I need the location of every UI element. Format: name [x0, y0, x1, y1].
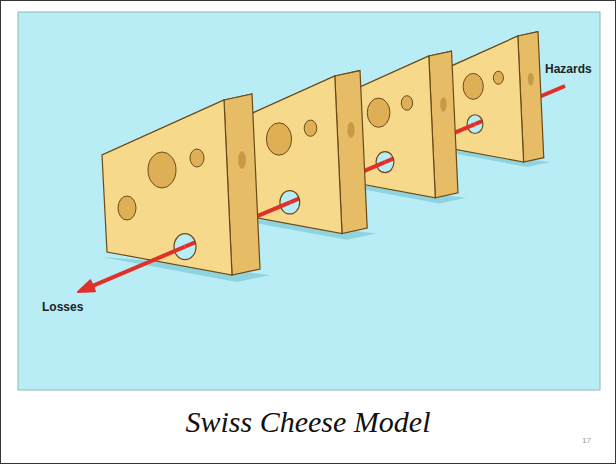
slide-number: 17 — [582, 436, 591, 445]
slide-number: 17 — [582, 436, 591, 445]
panel — [18, 12, 600, 390]
hazard-arrow — [93, 247, 185, 286]
arrow-label: Losses — [42, 300, 83, 314]
arrow-label: Losses — [42, 300, 83, 314]
caption: Swiss Cheese Model — [0, 405, 616, 439]
caption: Swiss Cheese Model — [186, 405, 431, 438]
cheese-slice — [102, 94, 270, 282]
arrow-label: Hazards — [545, 62, 592, 76]
arrow-label: Hazards — [545, 62, 592, 76]
arrowhead — [78, 280, 95, 292]
